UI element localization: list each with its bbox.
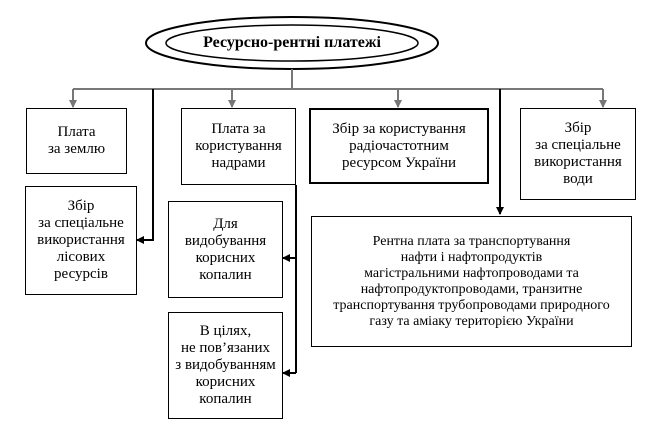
- box-subsoil-payment: Плата за користування надрами: [181, 108, 296, 185]
- box-water-label: Збір за спеціальне використання води: [534, 120, 622, 187]
- box-mining-purpose: Для видобування корисних копалин: [168, 201, 283, 298]
- box-land-label: Плата за землю: [47, 124, 106, 157]
- box-radio-label: Збір за користування радіочастотним ресу…: [332, 120, 466, 171]
- diagram-title: Ресурсно-рентні платежі: [203, 34, 381, 51]
- box-water-use-fee: Збір за спеціальне використання води: [520, 108, 636, 200]
- title-ellipse: [145, 16, 439, 70]
- box-radio-frequency-fee: Збір за користування радіочастотним ресу…: [309, 108, 489, 184]
- box-subsoil-label: Плата за користування надрами: [195, 121, 282, 171]
- box-pipeline-rent: Рентна плата за транспортування нафти і …: [311, 216, 632, 347]
- arrow-to-forest: [136, 89, 154, 244]
- box-pipeline-label: Рентна плата за транспортування нафти і …: [333, 233, 610, 329]
- box-non-mining-label: В цілях, не пов’язаних з видобуванням ко…: [175, 323, 276, 407]
- box-land-payment: Плата за землю: [26, 108, 127, 174]
- box-forest-use-fee: Збір за спеціальне використання лісових …: [25, 186, 137, 295]
- box-non-mining-purpose: В цілях, не пов’язаних з видобуванням ко…: [168, 312, 283, 419]
- box-mining-label: Для видобування корисних копалин: [184, 215, 267, 283]
- box-forest-label: Збір за спеціальне використання лісових …: [37, 198, 125, 282]
